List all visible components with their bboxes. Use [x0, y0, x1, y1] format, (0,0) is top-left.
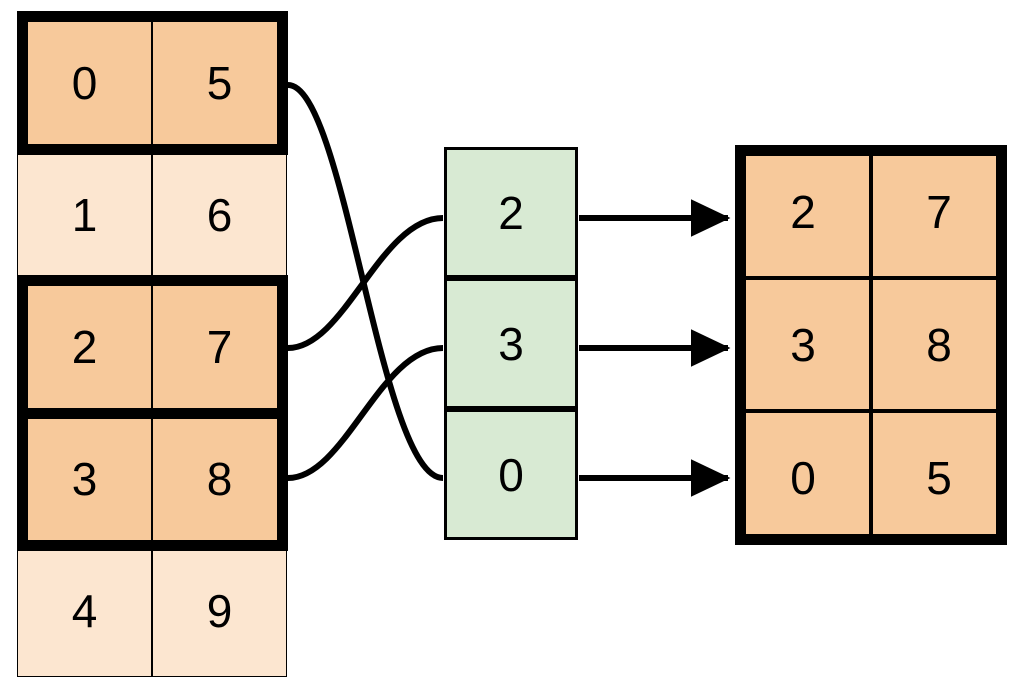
result-cell[interactable]: 0	[735, 411, 871, 544]
source-cell[interactable]: 7	[152, 281, 287, 413]
table-row[interactable]: 0 5	[17, 17, 288, 149]
table-row[interactable]: 3 8	[735, 278, 1007, 411]
table-row[interactable]: 2 7	[17, 281, 288, 413]
table-row[interactable]: 2 7	[735, 145, 1007, 278]
result-table: 2 7 3 8 0 5	[735, 145, 1007, 545]
source-cell[interactable]: 5	[152, 17, 287, 149]
source-cell[interactable]: 4	[17, 545, 152, 677]
result-cell[interactable]: 5	[871, 411, 1007, 544]
curve-row-0-to-index-slot-2	[287, 82, 444, 481]
index-cell[interactable]: 2	[444, 147, 578, 278]
index-cell[interactable]: 3	[444, 278, 578, 409]
curve-row-2-to-index-slot-0	[287, 215, 444, 351]
source-cell[interactable]: 6	[152, 149, 287, 281]
curve-row-3-to-index-slot-1	[287, 345, 444, 481]
result-cell[interactable]: 3	[735, 278, 871, 411]
index-column: 2 3 0	[444, 147, 578, 540]
result-cell[interactable]: 8	[871, 278, 1007, 411]
index-cell[interactable]: 0	[444, 409, 578, 540]
table-row[interactable]: 4 9	[17, 545, 288, 677]
source-cell[interactable]: 3	[17, 413, 152, 545]
table-row[interactable]: 3 8	[17, 413, 288, 545]
result-cell[interactable]: 2	[735, 145, 871, 278]
source-cell[interactable]: 2	[17, 281, 152, 413]
result-cell[interactable]: 7	[871, 145, 1007, 278]
source-cell[interactable]: 9	[152, 545, 287, 677]
source-cell[interactable]: 8	[152, 413, 287, 545]
source-cell[interactable]: 0	[17, 17, 152, 149]
source-table: 0 5 1 6 2 7 3 8 4 9	[17, 11, 288, 678]
table-row[interactable]: 1 6	[17, 149, 288, 281]
source-cell[interactable]: 1	[17, 149, 152, 281]
table-row[interactable]: 0 5	[735, 411, 1007, 544]
